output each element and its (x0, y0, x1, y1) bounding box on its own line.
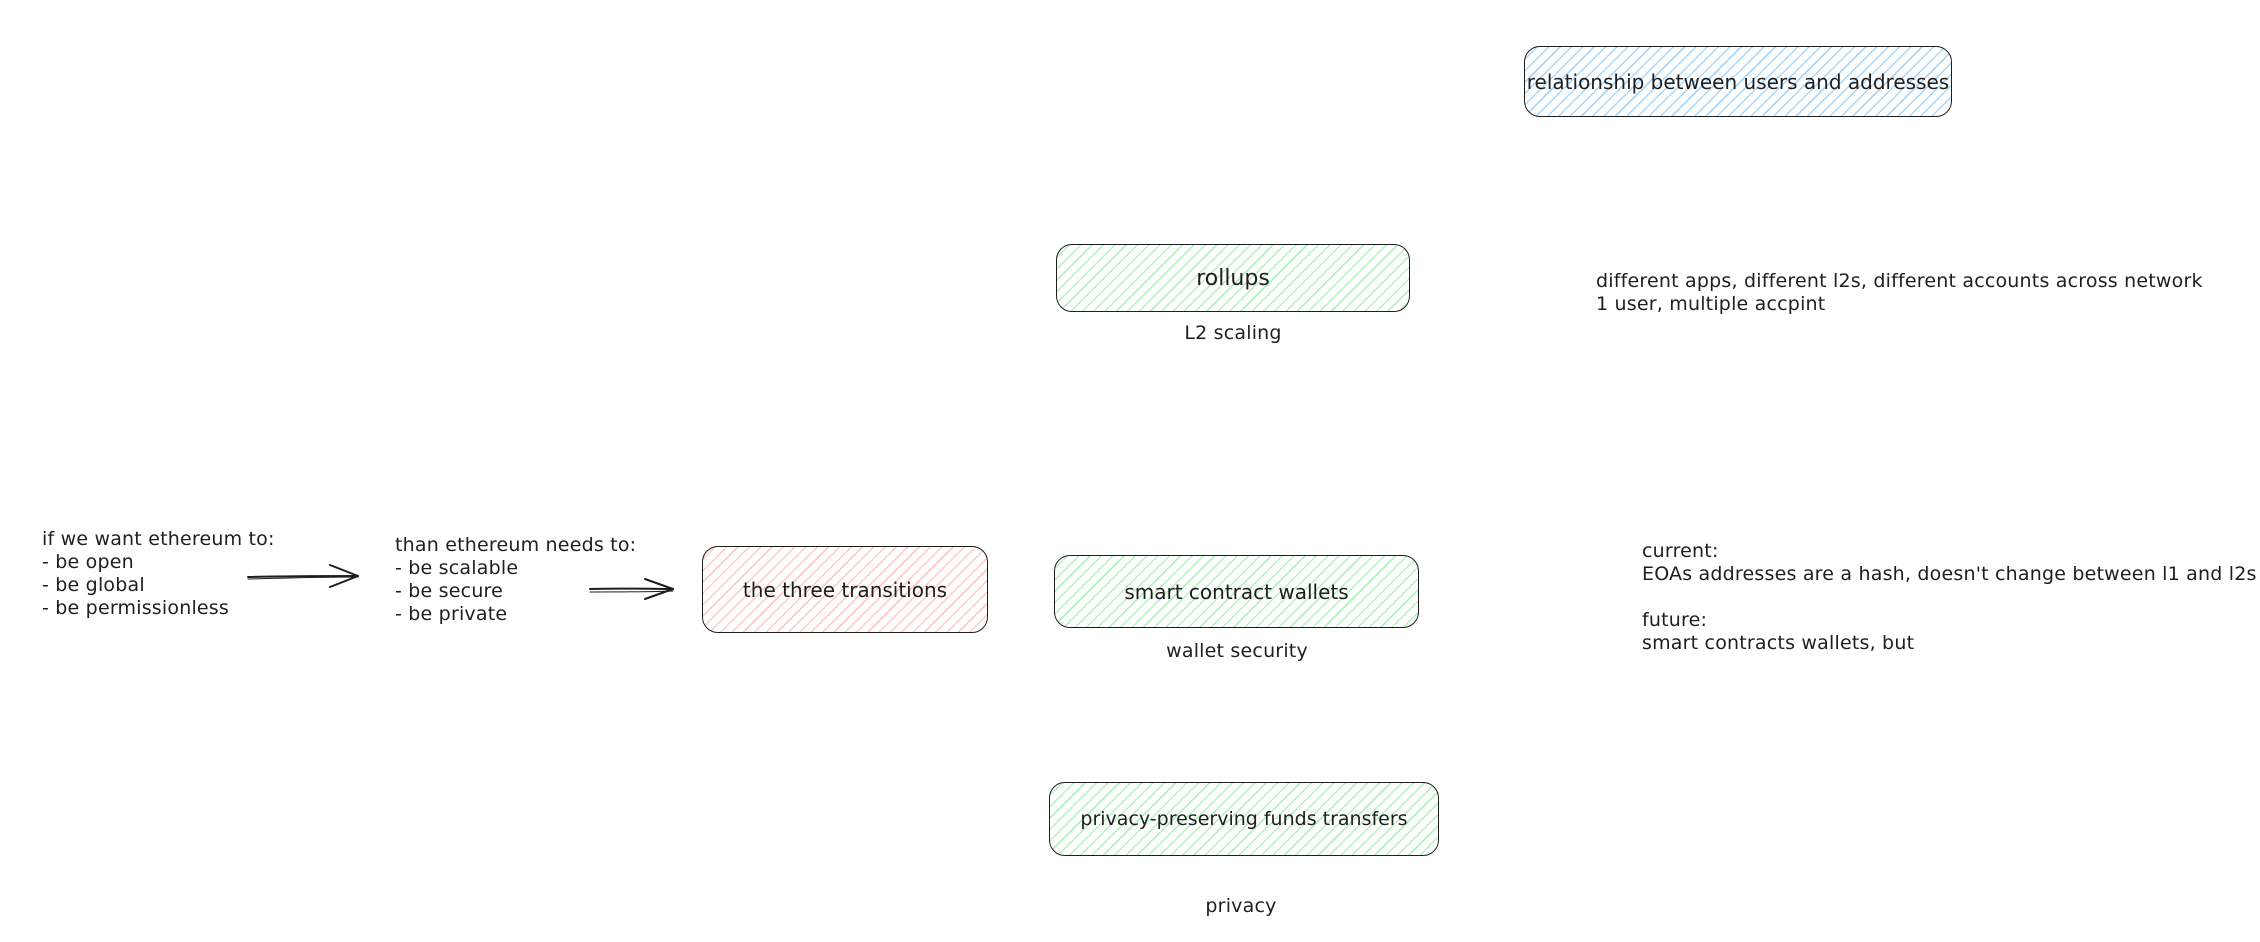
arrow-needs-to-transitions[interactable] (589, 578, 674, 600)
three-transitions-node[interactable]: the three transitions (702, 546, 988, 633)
three-transitions-label: the three transitions (742, 577, 948, 602)
privacy-transfers-node[interactable]: privacy-preserving funds transfers (1049, 782, 1439, 856)
rollups-note-text[interactable]: different apps, different l2s, different… (1596, 270, 2203, 315)
l2-scaling-label[interactable]: L2 scaling (1184, 322, 1282, 344)
wallets-note-text[interactable]: current: EOAs addresses are a hash, does… (1642, 540, 2257, 654)
relationship-label: relationship between users and addresses (1526, 69, 1950, 94)
ethereum-goals-text[interactable]: if we want ethereum to: - be open - be g… (42, 528, 275, 619)
ethereum-needs-text[interactable]: than ethereum needs to: - be scalable - … (395, 534, 637, 625)
wallet-security-label[interactable]: wallet security (1166, 640, 1308, 662)
arrow-goals-to-needs[interactable] (247, 564, 359, 588)
privacy-transfers-label: privacy-preserving funds transfers (1080, 808, 1408, 830)
relationship-node[interactable]: relationship between users and addresses (1524, 46, 1952, 117)
smart-contract-wallets-label: smart contract wallets (1124, 579, 1349, 604)
privacy-label[interactable]: privacy (1205, 895, 1277, 917)
rollups-node[interactable]: rollups (1056, 244, 1410, 312)
rollups-label: rollups (1196, 265, 1270, 291)
smart-contract-wallets-node[interactable]: smart contract wallets (1054, 555, 1419, 628)
